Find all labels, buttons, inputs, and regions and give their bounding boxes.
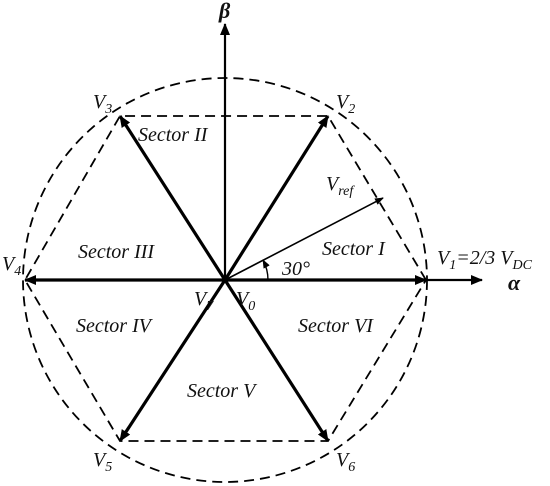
label-v4: V4	[2, 253, 21, 279]
angle-label: 30°	[281, 258, 310, 280]
alpha-axis-label: α	[508, 270, 521, 295]
label-v2: V2	[336, 91, 355, 117]
vector-v5-arrow	[118, 279, 227, 442]
label-v6: V6	[336, 449, 355, 475]
vector-vref-arrow	[224, 197, 384, 281]
label-v3: V3	[93, 91, 112, 117]
label-v5: V5	[93, 449, 112, 475]
beta-axis-label: β	[218, 0, 231, 23]
label-v7: V7	[194, 288, 214, 314]
sector-1-label: Sector I	[322, 238, 386, 260]
sector-6-label: Sector VI	[298, 315, 374, 337]
label-vref: Vref	[326, 173, 355, 199]
vector-v2-arrow	[223, 115, 330, 281]
vector-v3-arrow	[118, 115, 227, 281]
sector-5-label: Sector V	[187, 380, 258, 402]
angle-arc	[262, 259, 270, 281]
sector-2-label: Sector II	[138, 124, 209, 146]
sector-4-label: Sector IV	[76, 315, 154, 337]
label-v1: V1=2/3 VDC	[437, 247, 533, 273]
label-v0: V0	[236, 288, 255, 314]
sector-3-label: Sector III	[78, 241, 155, 263]
vector-v6-arrow	[223, 279, 330, 442]
